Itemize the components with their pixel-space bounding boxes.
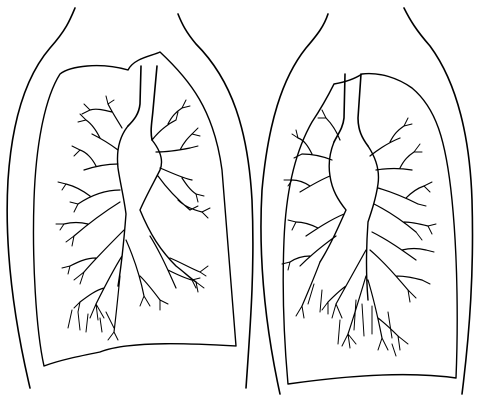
left-trachea (128, 66, 157, 140)
right-upper-branches (292, 118, 428, 232)
left-main-bronchi (117, 126, 196, 286)
left-lung-panel (7, 8, 253, 388)
right-pleural-cavity (283, 74, 457, 384)
left-thorax-outline-right (178, 14, 253, 388)
right-trachea (334, 74, 368, 146)
left-terminal-bronchioles (56, 96, 210, 340)
left-upper-branches (80, 104, 202, 212)
left-pleural-cavity (33, 52, 236, 366)
right-lung-panel (261, 8, 473, 394)
left-thorax-outline-left (7, 8, 75, 388)
right-thorax-outline-right (404, 8, 473, 394)
right-thorax-outline-left (261, 14, 328, 394)
right-lower-branches (290, 214, 426, 338)
right-terminal-bronchioles (282, 110, 436, 356)
left-lower-branches (64, 184, 200, 332)
right-main-bronchi (320, 142, 379, 300)
